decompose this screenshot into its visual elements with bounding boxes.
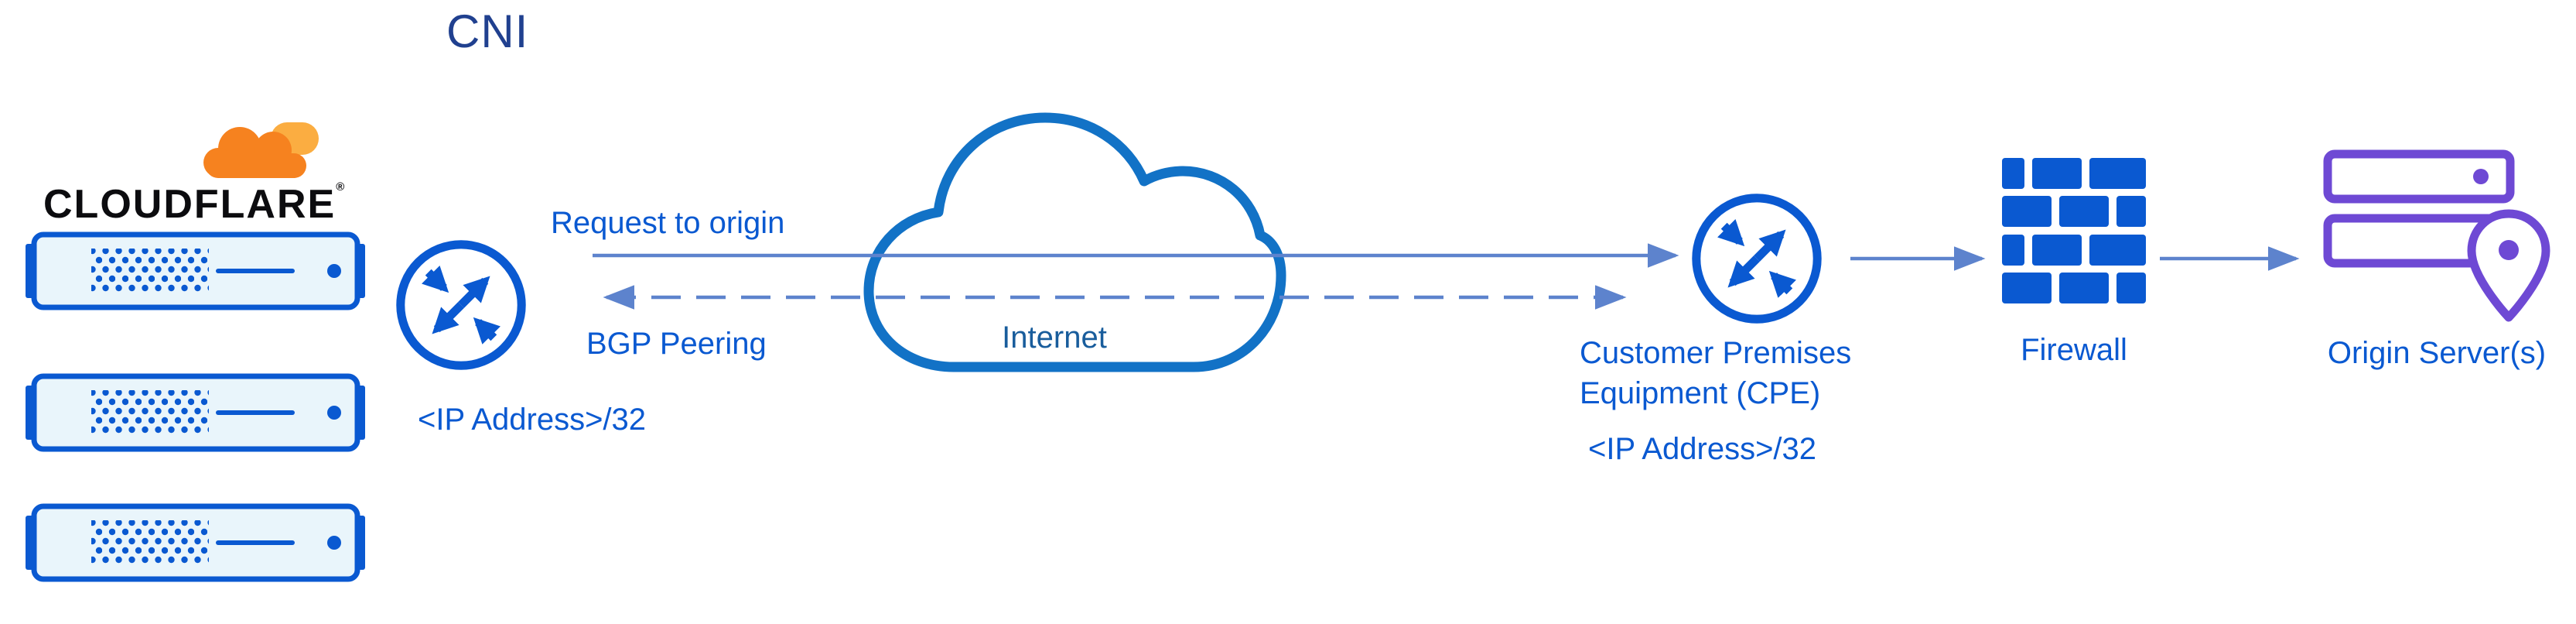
cloudflare-wordmark: CLOUDFLARE®: [43, 181, 346, 228]
cpe-label-line2: Equipment (CPE): [1580, 376, 1821, 410]
registered-mark: ®: [336, 180, 347, 194]
server-rack-icon: [26, 503, 365, 582]
internet-label: Internet: [1002, 321, 1107, 355]
page-title: CNI: [446, 5, 529, 57]
cpe-label: Customer Premises Equipment (CPE): [1580, 333, 1851, 413]
edge-router-ip-label: <IP Address>/32: [418, 403, 647, 437]
edge-router-icon: [396, 240, 526, 370]
firewall-icon: [2002, 158, 2146, 303]
cloudflare-wordmark-text: CLOUDFLARE: [43, 182, 337, 227]
firewall-label: Firewall: [2021, 333, 2127, 367]
server-rack-icon: [26, 373, 365, 452]
bgp-peering-label: BGP Peering: [586, 327, 767, 361]
origin-server-label: Origin Server(s): [2327, 336, 2547, 370]
cpe-label-line1: Customer Premises: [1580, 336, 1852, 370]
server-rack-icon: [26, 231, 365, 310]
cpe-ip-label: <IP Address>/32: [1588, 432, 1817, 466]
cloudflare-cloud-icon: [203, 122, 319, 178]
location-pin-icon: [2467, 209, 2550, 322]
request-to-origin-label: Request to origin: [551, 206, 785, 240]
origin-server-icon: [2323, 149, 2550, 322]
cpe-router-icon: [1692, 194, 1822, 324]
